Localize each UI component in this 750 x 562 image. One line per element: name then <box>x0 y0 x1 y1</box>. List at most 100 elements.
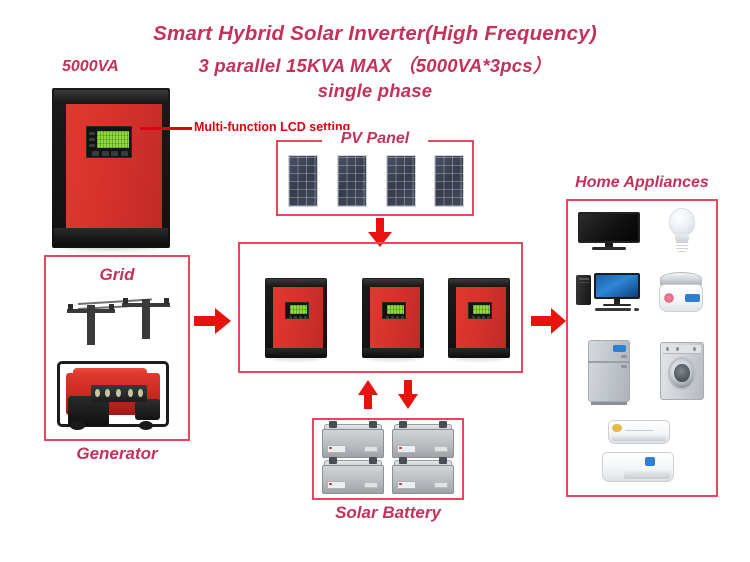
washing-machine-control-panel <box>662 344 702 354</box>
solar-battery-label: Solar Battery <box>335 503 441 522</box>
refrigerator-handle-lower <box>620 364 627 368</box>
washing-machine-door <box>667 357 697 390</box>
led-bulb-base <box>676 240 688 252</box>
led-bulb-glass <box>669 208 695 237</box>
battery-2-terminal-positive <box>399 421 408 428</box>
refrigerator-body <box>588 340 630 402</box>
inverter-unit-2-lcd-screen <box>387 305 404 314</box>
lcd-callout-leader-line <box>140 127 192 130</box>
solar-battery-box <box>312 418 464 500</box>
generator-wheel-right <box>138 420 154 431</box>
battery-1-case <box>322 428 384 458</box>
title-line-2: 3 parallel 15KVA MAX （5000VA*3pcs） <box>198 55 552 76</box>
rice-cooker-control-panel <box>684 294 701 303</box>
desktop-computer <box>576 272 640 314</box>
utility-pole-2-mast <box>142 299 150 339</box>
battery-2-terminal-negative <box>438 421 447 428</box>
led-bulb <box>667 208 697 252</box>
arrow-grid-to-inverter <box>194 308 231 334</box>
battery-4-terminal-positive <box>399 457 408 464</box>
battery-1-terminal-negative <box>368 421 377 428</box>
inverter-unit-2-bottom-cap <box>363 348 423 357</box>
washing-machine <box>660 342 704 400</box>
battery-4-label <box>396 481 416 489</box>
battery-2 <box>392 421 454 458</box>
air-conditioner-1-badge <box>611 423 622 432</box>
hero-inverter-top-cap <box>54 90 168 104</box>
battery-2-case <box>392 428 454 458</box>
television-base <box>591 247 627 250</box>
computer-mouse <box>633 308 640 312</box>
utility-pole-1-insulator-left <box>68 304 73 310</box>
rice-cooker <box>657 272 705 312</box>
utility-pole-1-insulator-right <box>109 304 114 310</box>
refrigerator-base <box>590 402 628 405</box>
rice-cooker-decoration <box>662 292 676 304</box>
pv-panel-2 <box>337 155 367 207</box>
inverter-unit-2-lcd <box>382 302 406 319</box>
utility-pole-1-mast <box>87 305 95 345</box>
parallel-inverter-box <box>238 242 523 373</box>
arrow-inverter-to-appliances <box>531 308 566 334</box>
inverter-unit-2 <box>362 278 424 360</box>
computer-monitor-neck <box>614 298 620 304</box>
utility-pole-1-crossarm <box>67 309 115 313</box>
pv-panel-3 <box>386 155 416 207</box>
home-appliances-box <box>566 199 718 497</box>
utility-pole-2-insulator-right <box>164 298 169 304</box>
television <box>578 212 640 252</box>
television-neck <box>605 243 613 248</box>
arrow-pv-to-inverter <box>368 218 392 247</box>
grid-title-mask <box>78 264 156 288</box>
computer-monitor <box>593 272 640 299</box>
battery-4-sticker <box>434 482 448 488</box>
grid-label: Grid <box>99 265 135 284</box>
battery-3 <box>322 457 384 494</box>
generator-wheel-left <box>70 420 85 431</box>
battery-2-sticker <box>434 446 448 452</box>
hero-inverter-lcd <box>86 126 132 158</box>
inverter-unit-2-lcd-buttons <box>385 315 405 319</box>
arrow-battery-charge <box>358 380 378 409</box>
computer-keyboard <box>595 308 632 312</box>
utility-pole-2-crossarm <box>122 303 170 307</box>
refrigerator-handle-upper <box>620 354 627 358</box>
generator-unit <box>57 356 169 432</box>
battery-3-sticker <box>364 482 378 488</box>
battery-3-terminal-negative <box>368 457 377 464</box>
lcd-button-row <box>91 150 129 157</box>
battery-2-label <box>396 445 416 453</box>
lcd-screen <box>97 131 129 148</box>
battery-4 <box>392 457 454 494</box>
pv-panel-title-mask <box>322 130 428 150</box>
battery-3-label <box>326 481 346 489</box>
battery-3-case <box>322 464 384 494</box>
air-conditioner-2-vent <box>623 471 670 479</box>
pv-panel-title: PV Panel <box>340 130 410 147</box>
air-conditioner-2 <box>602 452 674 482</box>
title-line-3: single phase <box>317 80 433 101</box>
generator-frame <box>57 360 169 428</box>
air-conditioner-1-vent <box>611 435 667 441</box>
inverter-unit-1-top-cap <box>266 279 326 287</box>
inverter-unit-3-lcd <box>468 302 492 319</box>
arrow-battery-discharge <box>398 380 418 409</box>
capacity-label: 5000VA <box>62 58 119 75</box>
grid-utility-poles <box>60 296 178 350</box>
computer-monitor-base <box>602 303 632 307</box>
lcd-callout-label: Multi-function LCD setting <box>194 120 351 134</box>
utility-pole-2-insulator-left <box>123 298 128 304</box>
inverter-unit-3 <box>448 278 510 360</box>
pv-panel-1 <box>288 155 318 207</box>
inverter-unit-3-lcd-buttons <box>471 315 491 319</box>
pv-panel-4 <box>434 155 464 207</box>
inverter-unit-3-top-cap <box>449 279 509 287</box>
inverter-unit-1 <box>265 278 327 360</box>
television-screen <box>578 212 640 244</box>
generator-label: Generator <box>76 444 158 463</box>
inverter-unit-1-lcd <box>285 302 309 319</box>
hero-inverter-front-panel <box>66 104 162 228</box>
led-bulb-neck <box>674 233 690 243</box>
refrigerator-door-split <box>588 361 630 364</box>
